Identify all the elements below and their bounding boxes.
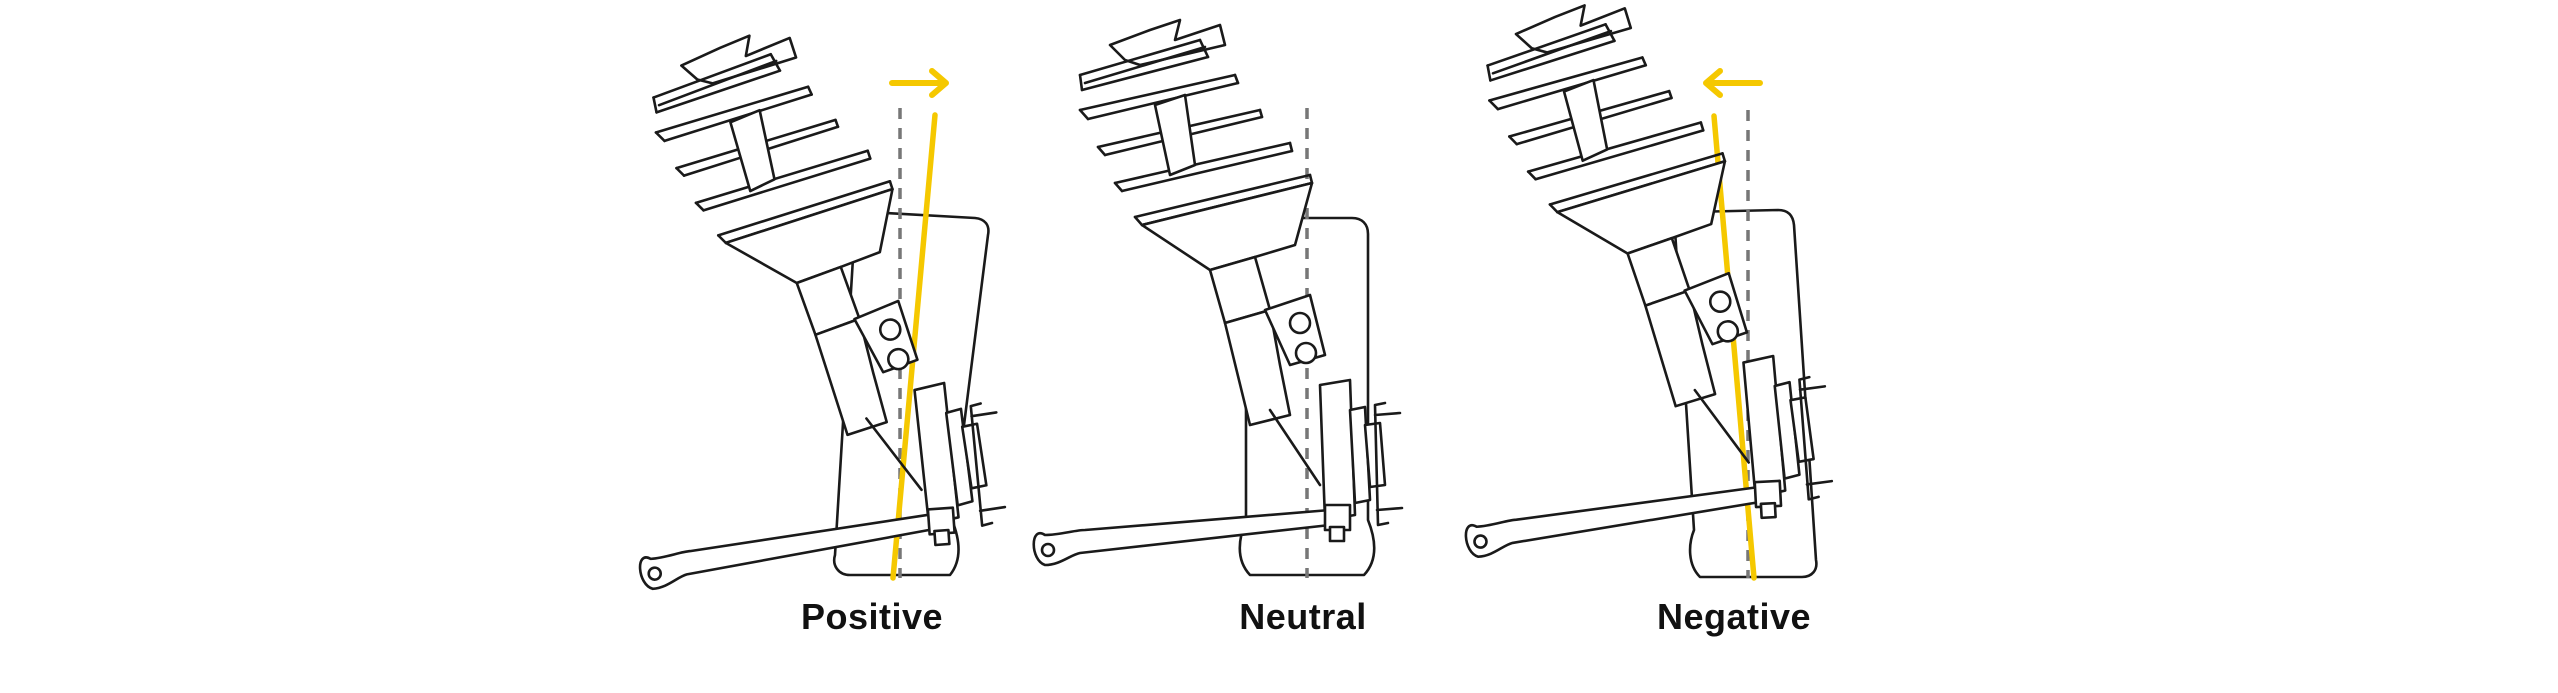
negative-camber-diagram bbox=[1437, 0, 1837, 581]
neutral-label: Neutral bbox=[1239, 596, 1367, 637]
arrow-left-icon bbox=[1703, 68, 1763, 98]
arrow-right-icon bbox=[889, 68, 949, 98]
neutral-camber-diagram bbox=[1032, 18, 1404, 578]
negative-label: Negative bbox=[1656, 596, 1812, 637]
positive-camber-diagram bbox=[602, 18, 1011, 591]
positive-label: Positive bbox=[800, 596, 944, 637]
